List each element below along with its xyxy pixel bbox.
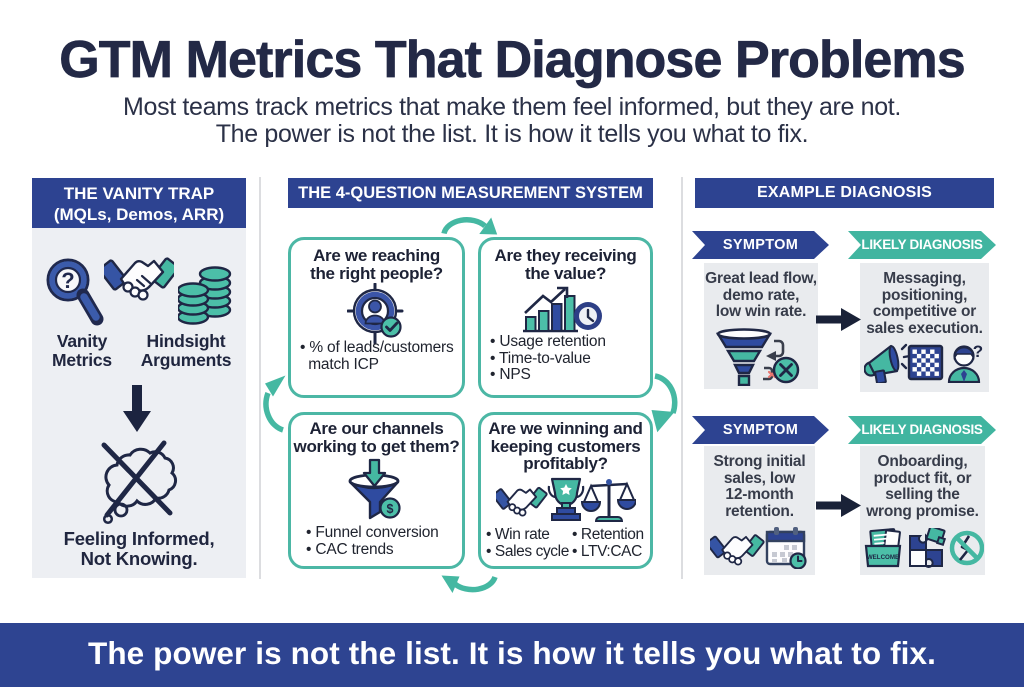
svg-text:WELCOME: WELCOME [867, 554, 899, 561]
svg-text:?: ? [973, 343, 983, 361]
svg-text:$: $ [387, 502, 394, 516]
svg-text:?: ? [61, 268, 74, 293]
